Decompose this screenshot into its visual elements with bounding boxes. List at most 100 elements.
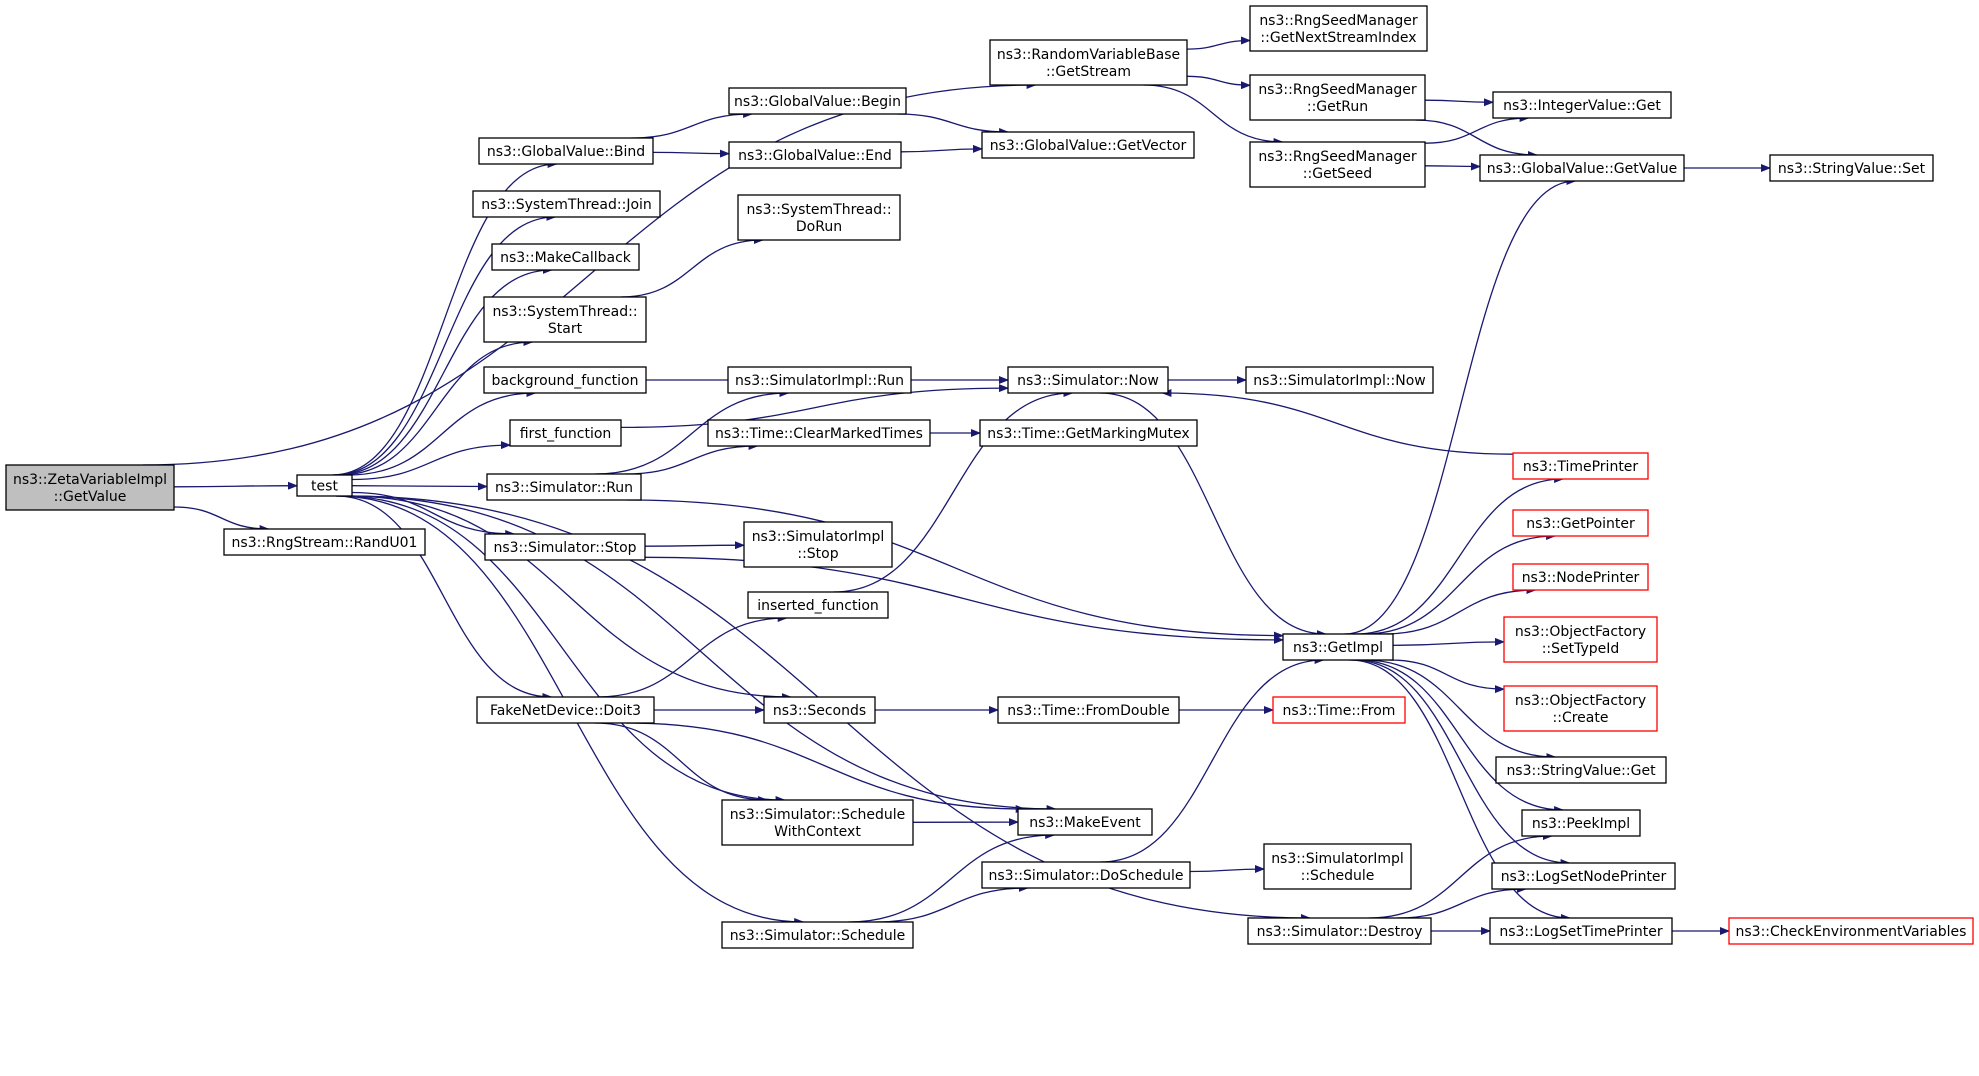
node-box bbox=[483, 366, 647, 394]
edge-inserted-function-to-simulator-now bbox=[833, 389, 1074, 593]
node-label: ns3::MakeCallback bbox=[500, 250, 632, 266]
node-box bbox=[483, 296, 647, 343]
node-background-function[interactable]: background_function bbox=[483, 366, 647, 394]
node-systemthread-start[interactable]: ns3::SystemThread::Start bbox=[483, 296, 647, 343]
node-stringvalue-set[interactable]: ns3::StringValue::Set bbox=[1769, 154, 1934, 182]
node-rvb-getstream[interactable]: ns3::RandomVariableBase::GetStream bbox=[989, 39, 1188, 86]
edge-simulator-schedule-to-makeevent bbox=[848, 831, 1056, 923]
node-checkenvironmentvariables[interactable]: ns3::CheckEnvironmentVariables bbox=[1728, 917, 1974, 945]
edge-test-to-makeevent bbox=[348, 495, 1057, 813]
node-time-from[interactable]: ns3::Time::From bbox=[1272, 696, 1406, 724]
edge-test-to-background-function bbox=[348, 389, 537, 476]
edge-simulator-now-to-getimpl bbox=[1100, 392, 1327, 638]
edge-test-to-systemthread-start bbox=[339, 338, 534, 476]
node-test[interactable]: test bbox=[296, 474, 353, 497]
edge-rvb-getstream-to-rsm-getnextstreamindex bbox=[1186, 36, 1251, 50]
node-label: ns3::SimulatorImpl::Now bbox=[1253, 373, 1426, 389]
edge-getimpl-to-objectfactory-settypeid bbox=[1392, 637, 1505, 646]
node-label: ::GetStream bbox=[1046, 64, 1131, 80]
node-box bbox=[1282, 633, 1394, 661]
node-fakenetdevice-doit3[interactable]: FakeNetDevice::Doit3 bbox=[476, 696, 655, 724]
node-simulator-stop[interactable]: ns3::Simulator::Stop bbox=[484, 533, 646, 561]
node-logsetnodeprinter[interactable]: ns3::LogSetNodePrinter bbox=[1491, 862, 1676, 890]
node-label: Start bbox=[548, 321, 583, 337]
node-globalvalue-getvector[interactable]: ns3::GlobalValue::GetVector bbox=[981, 131, 1195, 159]
node-box bbox=[478, 137, 654, 165]
node-simulatorimpl-schedule[interactable]: ns3::SimulatorImpl::Schedule bbox=[1263, 843, 1412, 890]
node-rsm-getseed[interactable]: ns3::RngSeedManager::GetSeed bbox=[1249, 141, 1426, 188]
node-label: test bbox=[311, 479, 338, 495]
node-seconds[interactable]: ns3::Seconds bbox=[763, 696, 876, 724]
node-simulatorimpl-run[interactable]: ns3::SimulatorImpl::Run bbox=[727, 366, 912, 394]
node-rsm-getnextstreamindex[interactable]: ns3::RngSeedManager::GetNextStreamIndex bbox=[1249, 5, 1428, 52]
node-getimpl[interactable]: ns3::GetImpl bbox=[1282, 633, 1394, 661]
edge-rsm-getseed-to-globalvalue-getvalue bbox=[1424, 162, 1481, 171]
node-globalvalue-end[interactable]: ns3::GlobalValue::End bbox=[728, 141, 902, 169]
node-simulatorimpl-now[interactable]: ns3::SimulatorImpl::Now bbox=[1245, 366, 1434, 394]
node-objectfactory-create[interactable]: ns3::ObjectFactory::Create bbox=[1503, 685, 1658, 732]
node-box bbox=[737, 194, 901, 241]
node-time-clearmarkedtimes[interactable]: ns3::Time::ClearMarkedTimes bbox=[707, 419, 931, 447]
node-time-fromdouble[interactable]: ns3::Time::FromDouble bbox=[997, 696, 1180, 724]
node-getpointer[interactable]: ns3::GetPointer bbox=[1512, 509, 1649, 537]
node-label: ns3::SimulatorImpl::Run bbox=[735, 373, 904, 389]
node-label: ns3::TimePrinter bbox=[1523, 459, 1639, 475]
node-makecallback[interactable]: ns3::MakeCallback bbox=[491, 243, 640, 271]
node-label: ns3::Time::FromDouble bbox=[1007, 703, 1170, 719]
node-box bbox=[997, 696, 1180, 724]
node-globalvalue-bind[interactable]: ns3::GlobalValue::Bind bbox=[478, 137, 654, 165]
node-zeta-getvalue[interactable]: ns3::ZetaVariableImpl::GetValue bbox=[5, 464, 175, 511]
node-peekimpl[interactable]: ns3::PeekImpl bbox=[1521, 809, 1641, 837]
node-label: ::GetValue bbox=[54, 489, 127, 505]
node-box bbox=[1247, 917, 1432, 945]
node-box bbox=[763, 696, 876, 724]
node-label: ns3::Simulator::DoSchedule bbox=[989, 868, 1184, 884]
node-time-getmarkingmutex[interactable]: ns3::Time::GetMarkingMutex bbox=[979, 419, 1198, 447]
edge-getimpl-to-globalvalue-getvalue bbox=[1344, 177, 1577, 635]
node-simulator-now[interactable]: ns3::Simulator::Now bbox=[1007, 366, 1169, 394]
node-label: ns3::GetImpl bbox=[1293, 640, 1383, 656]
node-systemthread-join[interactable]: ns3::SystemThread::Join bbox=[472, 190, 661, 218]
node-timeprinter[interactable]: ns3::TimePrinter bbox=[1512, 452, 1649, 480]
node-label: ns3::ObjectFactory bbox=[1515, 693, 1646, 709]
edge-test-to-first-function bbox=[351, 441, 511, 481]
node-label: ns3::RngSeedManager bbox=[1258, 149, 1417, 165]
node-box bbox=[296, 474, 353, 497]
node-box bbox=[1512, 452, 1649, 480]
edge-simulator-stop-to-simulatorimpl-stop bbox=[644, 541, 745, 550]
node-label: inserted_function bbox=[757, 598, 879, 614]
node-integervalue-get[interactable]: ns3::IntegerValue::Get bbox=[1492, 91, 1672, 119]
node-simulator-run[interactable]: ns3::Simulator::Run bbox=[486, 473, 642, 501]
edge-rsm-getrun-to-integervalue-get bbox=[1424, 98, 1494, 107]
node-label: ns3::PeekImpl bbox=[1532, 816, 1630, 832]
node-simulator-schedule[interactable]: ns3::Simulator::Schedule bbox=[721, 921, 914, 949]
node-simulator-destroy[interactable]: ns3::Simulator::Destroy bbox=[1247, 917, 1432, 945]
node-stringvalue-get[interactable]: ns3::StringValue::Get bbox=[1495, 756, 1667, 784]
edge-test-to-simulator-schedulewithcontext bbox=[339, 495, 786, 804]
node-globalvalue-begin[interactable]: ns3::GlobalValue::Begin bbox=[728, 87, 907, 115]
node-label: ns3::RandomVariableBase bbox=[997, 47, 1180, 63]
node-box bbox=[484, 533, 646, 561]
node-globalvalue-getvalue[interactable]: ns3::GlobalValue::GetValue bbox=[1479, 154, 1685, 182]
edge-simulator-run-to-simulatorimpl-run bbox=[594, 389, 790, 475]
node-simulatorimpl-stop[interactable]: ns3::SimulatorImpl::Stop bbox=[743, 521, 893, 568]
edge-fakenetdevice-doit3-to-makeevent bbox=[625, 722, 1026, 813]
node-rngstream-randu01[interactable]: ns3::RngStream::RandU01 bbox=[223, 528, 426, 556]
node-box bbox=[728, 87, 907, 115]
node-systemthread-dorun[interactable]: ns3::SystemThread::DoRun bbox=[737, 194, 901, 241]
node-label: ::SetTypeId bbox=[1542, 641, 1620, 657]
node-simulator-doschedule[interactable]: ns3::Simulator::DoSchedule bbox=[981, 861, 1191, 889]
node-makeevent[interactable]: ns3::MakeEvent bbox=[1017, 808, 1153, 836]
node-box bbox=[5, 464, 175, 511]
node-first-function[interactable]: first_function bbox=[509, 419, 622, 447]
node-inserted-function[interactable]: inserted_function bbox=[747, 591, 889, 619]
edge-getimpl-to-objectfactory-create bbox=[1389, 659, 1505, 694]
node-box bbox=[979, 419, 1198, 447]
node-rsm-getrun[interactable]: ns3::RngSeedManager::GetRun bbox=[1249, 74, 1426, 121]
node-logsettimeprinter[interactable]: ns3::LogSetTimePrinter bbox=[1489, 917, 1673, 945]
node-label: ns3::Time::GetMarkingMutex bbox=[987, 426, 1189, 442]
node-nodeprinter[interactable]: ns3::NodePrinter bbox=[1512, 563, 1649, 591]
node-objectfactory-settypeid[interactable]: ns3::ObjectFactory::SetTypeId bbox=[1503, 616, 1658, 663]
